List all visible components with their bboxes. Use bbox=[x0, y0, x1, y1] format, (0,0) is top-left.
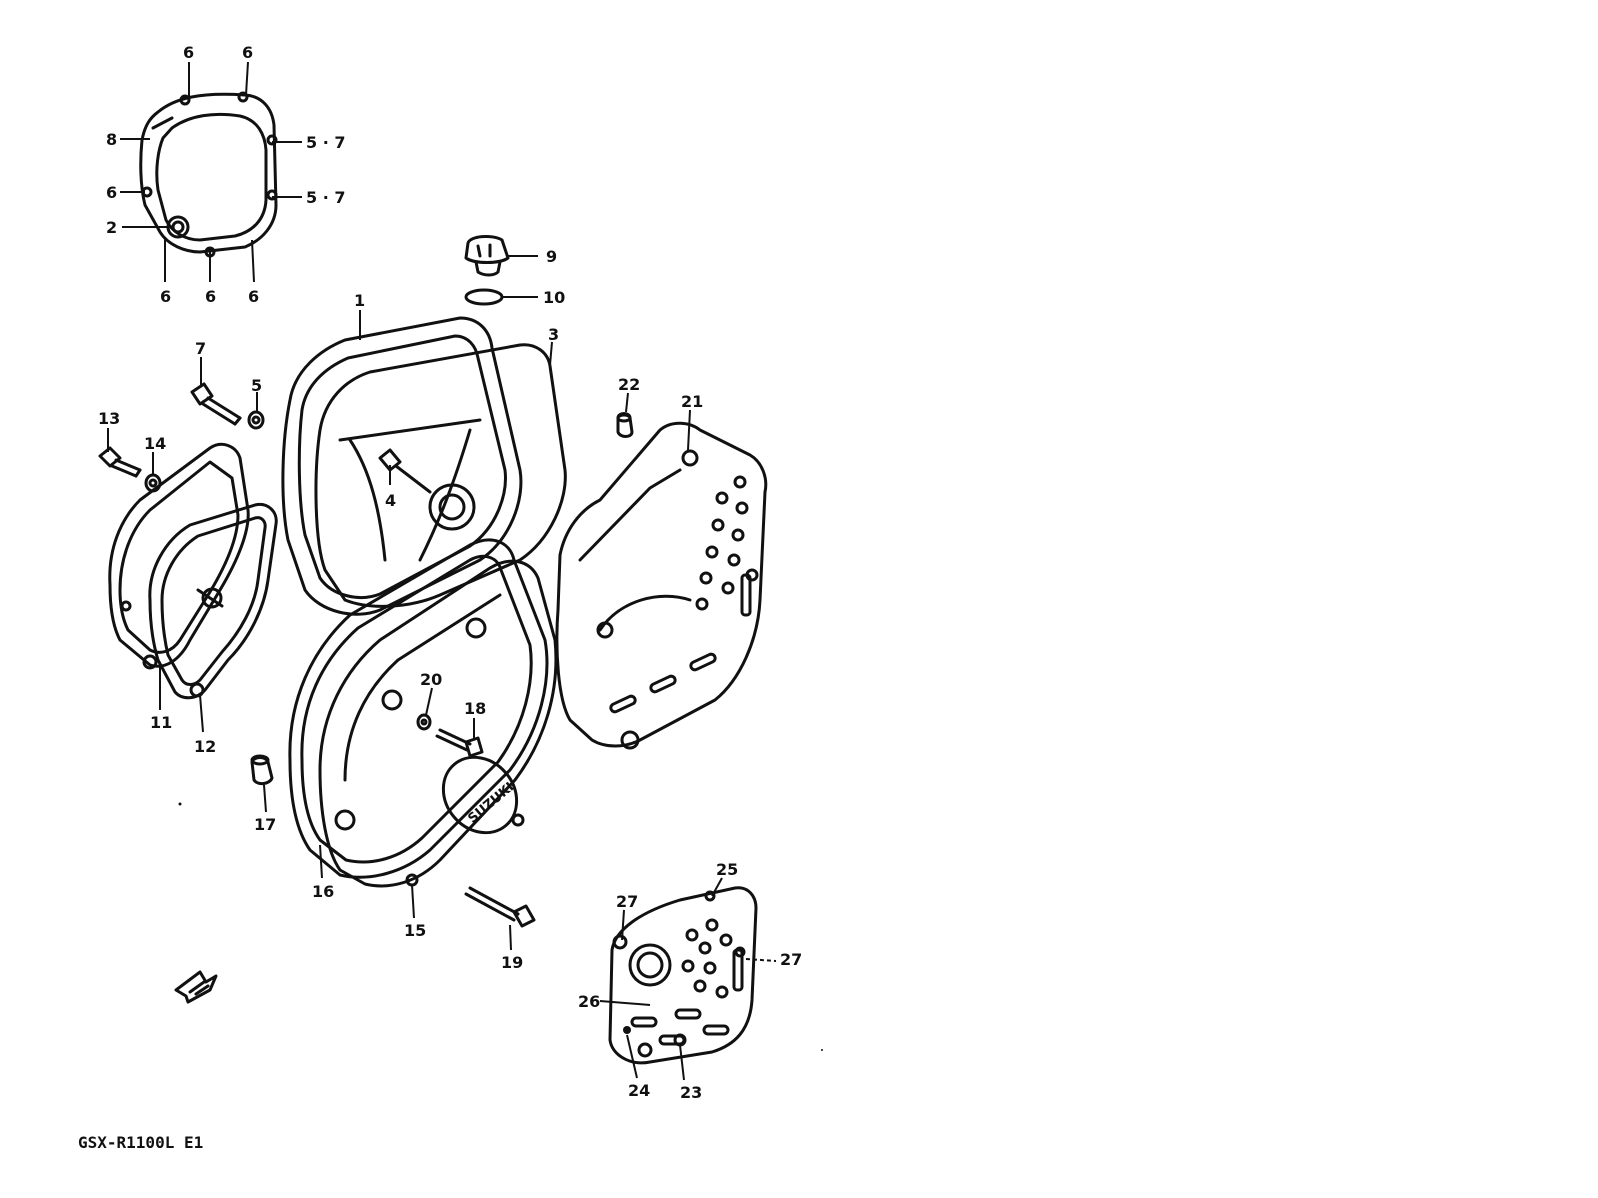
cover-plate-25-part bbox=[608, 886, 758, 1065]
callout-23: 23 bbox=[680, 1083, 702, 1102]
leader-lines bbox=[107, 61, 777, 1081]
crankcase-section-21-part bbox=[555, 421, 768, 750]
clutch-cover-gasket-part bbox=[139, 91, 278, 258]
crankcase-holes bbox=[695, 475, 759, 611]
clutch-cover-part bbox=[281, 316, 523, 616]
washer-5-part bbox=[247, 410, 265, 430]
callout-22: 22 bbox=[618, 375, 640, 394]
plate-holes bbox=[681, 918, 733, 999]
callout-3: 3 bbox=[548, 325, 559, 344]
crankcase-slots bbox=[609, 573, 752, 714]
gasket-12-part bbox=[148, 502, 278, 700]
side-cover-11-part bbox=[108, 442, 250, 670]
generator-gasket-16-part bbox=[288, 538, 549, 879]
bolt-7-part bbox=[190, 382, 242, 426]
callout-18: 18 bbox=[464, 699, 486, 718]
callout-25: 25 bbox=[716, 860, 738, 879]
callout-6: 6 bbox=[242, 43, 253, 62]
callout-11: 11 bbox=[150, 713, 172, 732]
callout-1: 1 bbox=[354, 291, 365, 310]
oil-filler-cap-part bbox=[464, 234, 510, 277]
callout-19: 19 bbox=[501, 953, 523, 972]
dowel-22-part bbox=[616, 412, 634, 438]
callout-14: 14 bbox=[144, 434, 166, 453]
callout-15: 15 bbox=[404, 921, 426, 940]
stray-mark bbox=[821, 1049, 823, 1051]
callout-6: 6 bbox=[106, 183, 117, 202]
callout-5: 5 bbox=[251, 376, 262, 395]
callout-21: 21 bbox=[681, 392, 703, 411]
callout-9: 9 bbox=[546, 247, 557, 266]
callout-7: 7 bbox=[195, 339, 206, 358]
callout-27: 27 bbox=[780, 950, 802, 969]
callout-20: 20 bbox=[420, 670, 442, 689]
callout-4: 4 bbox=[385, 491, 396, 510]
callout-8: 8 bbox=[106, 130, 117, 149]
bolt-13-part bbox=[98, 446, 142, 478]
callout-27: 27 bbox=[616, 892, 638, 911]
o-ring-part bbox=[464, 288, 504, 306]
clutch-cover-gasket-3-part bbox=[314, 343, 567, 608]
callout-6: 6 bbox=[248, 287, 259, 306]
callout-13: 13 bbox=[98, 409, 120, 428]
callout-17: 17 bbox=[254, 815, 276, 834]
callout-6: 6 bbox=[205, 287, 216, 306]
callout-12: 12 bbox=[194, 737, 216, 756]
dowel-17-part bbox=[250, 754, 274, 786]
callout-16: 16 bbox=[312, 882, 334, 901]
stray-mark bbox=[178, 802, 182, 806]
callout-5-7: 5 · 7 bbox=[306, 188, 345, 207]
callout-2: 2 bbox=[106, 218, 117, 237]
callout-5-7: 5 · 7 bbox=[306, 133, 345, 152]
callout-26: 26 bbox=[578, 992, 600, 1011]
bolt-19-part bbox=[464, 886, 536, 928]
callout-24: 24 bbox=[628, 1081, 650, 1100]
bolt-18-part bbox=[435, 728, 484, 758]
callout-6: 6 bbox=[183, 43, 194, 62]
washer-20-part bbox=[416, 713, 432, 731]
callout-6: 6 bbox=[160, 287, 171, 306]
callout-labels: 6 6 8 5 · 7 6 5 · 7 2 6 6 6 9 10 1 3 7 5… bbox=[98, 43, 802, 1102]
diagram-caption: GSX-R1100L E1 bbox=[78, 1133, 203, 1152]
callout-10: 10 bbox=[543, 288, 565, 307]
front-direction-arrow-icon bbox=[174, 970, 218, 1004]
